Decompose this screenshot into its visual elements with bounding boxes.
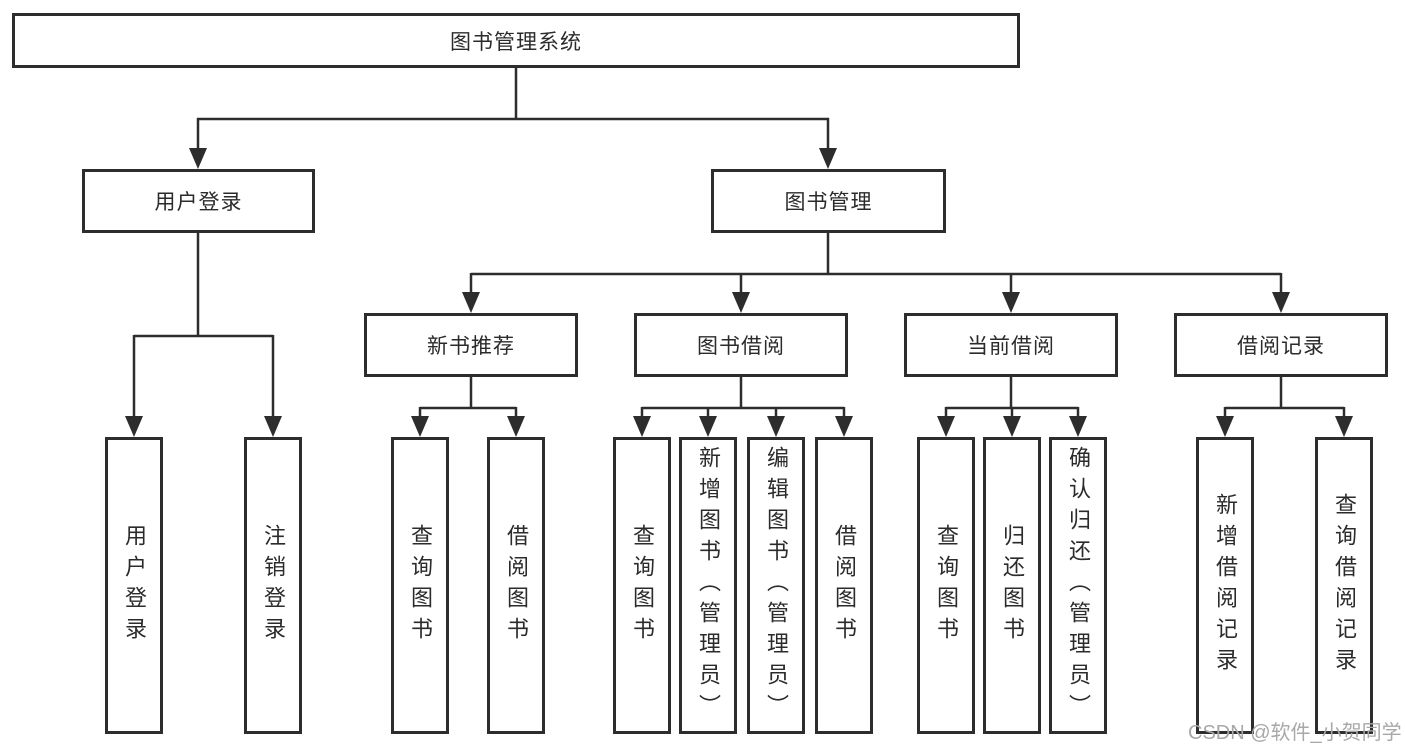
node-label: 新书推荐	[427, 335, 515, 358]
leaf-add-borrow-record: 新增借阅记录	[1196, 437, 1254, 734]
leaf-query-books-recommend: 查询图书	[391, 437, 449, 734]
node-label: 查询图书	[630, 523, 655, 648]
node-label: 注销登录	[261, 523, 286, 648]
node-label: 借阅图书	[504, 523, 529, 648]
leaf-logout: 注销登录	[244, 437, 302, 734]
node-label: 图书管理系统	[450, 30, 582, 54]
node-label: 用户登录	[122, 523, 147, 648]
node-user-login: 用户登录	[82, 169, 315, 233]
node-label: 查询图书	[934, 523, 959, 648]
node-label: 编辑图书（管理员）	[764, 446, 789, 725]
node-borrowing-records: 借阅记录	[1174, 313, 1388, 377]
node-label: 图书管理	[784, 191, 873, 214]
leaf-return-books: 归还图书	[983, 437, 1041, 734]
node-label: 查询借阅记录	[1332, 492, 1357, 679]
leaf-confirm-return-admin: 确认归还（管理员）	[1049, 437, 1107, 734]
node-new-book-recommend: 新书推荐	[364, 313, 578, 377]
leaf-user-login: 用户登录	[105, 437, 163, 734]
leaf-borrow-books-recommend: 借阅图书	[487, 437, 545, 734]
node-label: 当前借阅	[967, 335, 1055, 358]
leaf-add-books-admin: 新增图书（管理员）	[679, 437, 737, 734]
node-label: 新增图书（管理员）	[696, 446, 721, 725]
node-label: 归还图书	[1000, 523, 1025, 648]
csdn-watermark: CSDN @软件_小贺同学	[1188, 722, 1402, 744]
leaf-edit-books-admin: 编辑图书（管理员）	[747, 437, 805, 734]
leaf-query-books-borrowing: 查询图书	[613, 437, 671, 734]
node-current-borrowing: 当前借阅	[904, 313, 1118, 377]
node-label: 用户登录	[154, 191, 243, 214]
node-label: 图书借阅	[697, 335, 785, 358]
leaf-query-books-current: 查询图书	[917, 437, 975, 734]
node-library-management-system: 图书管理系统	[12, 13, 1020, 68]
node-label: 借阅图书	[832, 523, 857, 648]
node-label: 借阅记录	[1237, 335, 1325, 358]
node-label: 查询图书	[408, 523, 433, 648]
node-label: 确认归还（管理员）	[1066, 446, 1091, 725]
leaf-borrow-books-borrowing: 借阅图书	[815, 437, 873, 734]
node-book-borrowing: 图书借阅	[634, 313, 848, 377]
node-book-management: 图书管理	[711, 169, 946, 233]
node-label: 新增借阅记录	[1213, 492, 1238, 679]
leaf-query-borrow-record: 查询借阅记录	[1315, 437, 1373, 734]
